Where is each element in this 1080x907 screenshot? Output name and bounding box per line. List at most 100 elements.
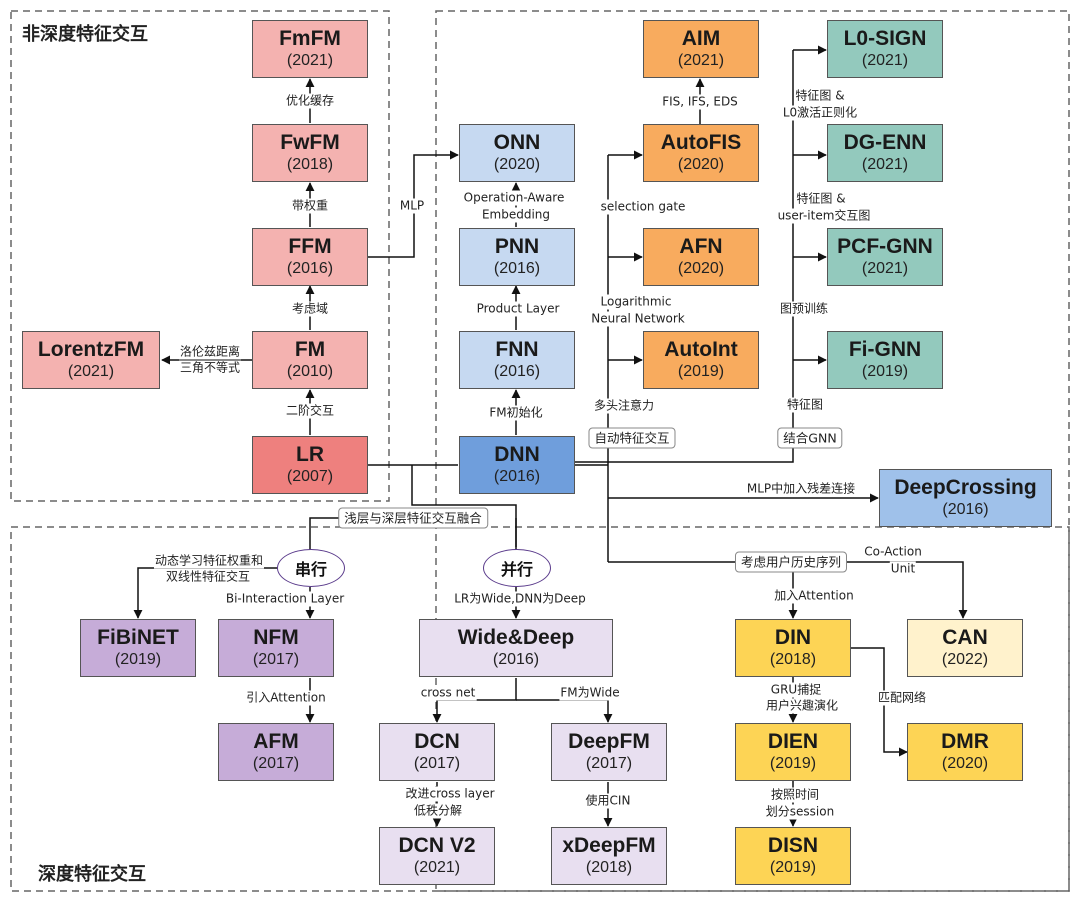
node-disn: DISN (2019) [735, 827, 851, 885]
edge-label-feature-graph: 特征图 [785, 397, 825, 413]
edge-label-graph-ui-1: 特征图 & [795, 191, 847, 207]
edge-label-bi-interaction: Bi-Interaction Layer [224, 591, 346, 607]
node-name: AFM [253, 730, 299, 753]
edge-label-mlp-residual: MLP中加入残差连接 [745, 481, 857, 497]
node-year: (2020) [677, 260, 725, 277]
edge-label-improve-2: 低秩分解 [412, 803, 464, 819]
node-fibinet: FiBiNET (2019) [80, 619, 196, 677]
edge-label-fm-wide: FM为Wide [559, 685, 621, 701]
node-name: AIM [681, 27, 721, 50]
node-year: (2021) [67, 363, 115, 380]
node-din: DIN (2018) [735, 619, 851, 677]
node-xdeepfm: xDeepFM (2018) [551, 827, 667, 885]
edge-label-oae-1: Operation-Aware [462, 190, 566, 206]
node-year: (2007) [286, 468, 334, 485]
edge-label-session-1: 按照时间 [769, 787, 821, 803]
node-name: NFM [253, 626, 299, 649]
node-name: ONN [493, 131, 541, 154]
node-name: DISN [767, 834, 819, 857]
edge-label-match-net: 匹配网络 [876, 690, 928, 706]
edge-label-second-order: 二阶交互 [284, 403, 336, 419]
node-name: FNN [495, 338, 539, 361]
node-year: (2021) [413, 859, 461, 876]
node-year: (2019) [769, 755, 817, 772]
node-name: PCF-GNN [837, 235, 933, 258]
node-year: (2019) [114, 651, 162, 668]
edge-label-improve-1: 改进cross layer [404, 786, 496, 802]
node-year: (2016) [942, 501, 989, 518]
node-afm: AFM (2017) [218, 723, 334, 781]
node-name: DCN V2 [398, 834, 476, 857]
node-name: DMR [941, 730, 989, 753]
node-year: (2019) [677, 363, 725, 380]
deep-region-border-top [435, 10, 1070, 892]
node-year: (2017) [252, 755, 300, 772]
edge-label-cross-net: cross net [419, 685, 477, 701]
node-year: (2016) [493, 468, 541, 485]
node-name: Fi-GNN [848, 338, 922, 361]
node-year: (2017) [585, 755, 633, 772]
edge-history-can [793, 561, 968, 619]
node-year: (2019) [769, 859, 817, 876]
node-name: DG-ENN [843, 131, 927, 154]
node-name: Wide&Deep [457, 626, 575, 649]
non-deep-region-border [10, 10, 390, 502]
edge-label-auto-cross: 自动特征交互 [588, 427, 676, 449]
node-afn: AFN (2020) [643, 228, 759, 286]
node-dnn: DNN (2016) [459, 436, 575, 494]
node-dmr: DMR (2020) [907, 723, 1023, 781]
edge-label-graph-ui-2: user-item交互图 [776, 208, 872, 224]
node-name: FM [294, 338, 326, 361]
node-name: DNN [494, 443, 540, 466]
node-deepcrossing: DeepCrossing (2016) [879, 469, 1052, 527]
edge-label-co-action-2: Unit [889, 561, 917, 577]
node-name: LorentzFM [37, 338, 145, 361]
deep-region-border-bottom [10, 526, 1070, 892]
node-name: CAN [942, 626, 988, 649]
node-year: (2019) [861, 363, 909, 380]
node-year: (2022) [941, 651, 989, 668]
edge-label-gru-1: GRU捕捉 [769, 682, 823, 698]
node-name: DIN [774, 626, 812, 649]
edge-label-dyn-2: 双线性特征交互 [164, 569, 252, 585]
node-fignn: Fi-GNN (2019) [827, 331, 943, 389]
edge-label-fm-init: FM初始化 [488, 405, 544, 421]
node-aim: AIM (2021) [643, 20, 759, 78]
node-dcnv2: DCN V2 (2021) [379, 827, 495, 885]
node-year: (2020) [941, 755, 989, 772]
node-year: (2010) [286, 363, 334, 380]
node-name: LR [296, 443, 324, 466]
edge-dnn-gnn [574, 50, 794, 463]
edge-label-intro-attention: 引入Attention [245, 690, 327, 706]
node-nfm: NFM (2017) [218, 619, 334, 677]
edge-label-consider-field: 考虑域 [290, 301, 330, 317]
node-year: (2021) [286, 52, 334, 69]
edge-label-multi-head: 多头注意力 [592, 398, 656, 414]
node-lorentzfm: LorentzFM (2021) [22, 331, 160, 389]
node-year: (2021) [677, 52, 725, 69]
node-year: (2016) [493, 363, 541, 380]
node-pcfgnn: PCF-GNN (2021) [827, 228, 943, 286]
region-title-non-deep: 非深度特征交互 [22, 24, 148, 45]
node-pnn: PNN (2016) [459, 228, 575, 286]
node-autofis: AutoFIS (2020) [643, 124, 759, 182]
node-name: FwFM [280, 131, 340, 154]
edge-label-use-cin: 使用CIN [584, 793, 632, 809]
edge-label-log-1: Logarithmic [599, 294, 673, 310]
node-name: FiBiNET [97, 626, 179, 649]
edge-label-oae-2: Embedding [480, 207, 552, 223]
node-dcn: DCN (2017) [379, 723, 495, 781]
node-fmfm: FmFM (2021) [252, 20, 368, 78]
node-name: DeepFM [568, 730, 650, 753]
edge-label-product-layer: Product Layer [475, 301, 561, 317]
node-year: (2021) [861, 156, 909, 173]
edge-label-mlp: MLP [398, 198, 426, 214]
edge-label-user-history: 考虑用户历史序列 [734, 551, 848, 573]
node-autoint: AutoInt (2019) [643, 331, 759, 389]
node-name: AutoInt [664, 338, 738, 361]
edge-label-add-attention: 加入Attention [773, 588, 855, 604]
node-year: (2017) [413, 755, 461, 772]
edge-label-opt-cache: 优化缓存 [284, 93, 336, 109]
node-name: PNN [494, 235, 540, 258]
node-fm: FM (2010) [252, 331, 368, 389]
